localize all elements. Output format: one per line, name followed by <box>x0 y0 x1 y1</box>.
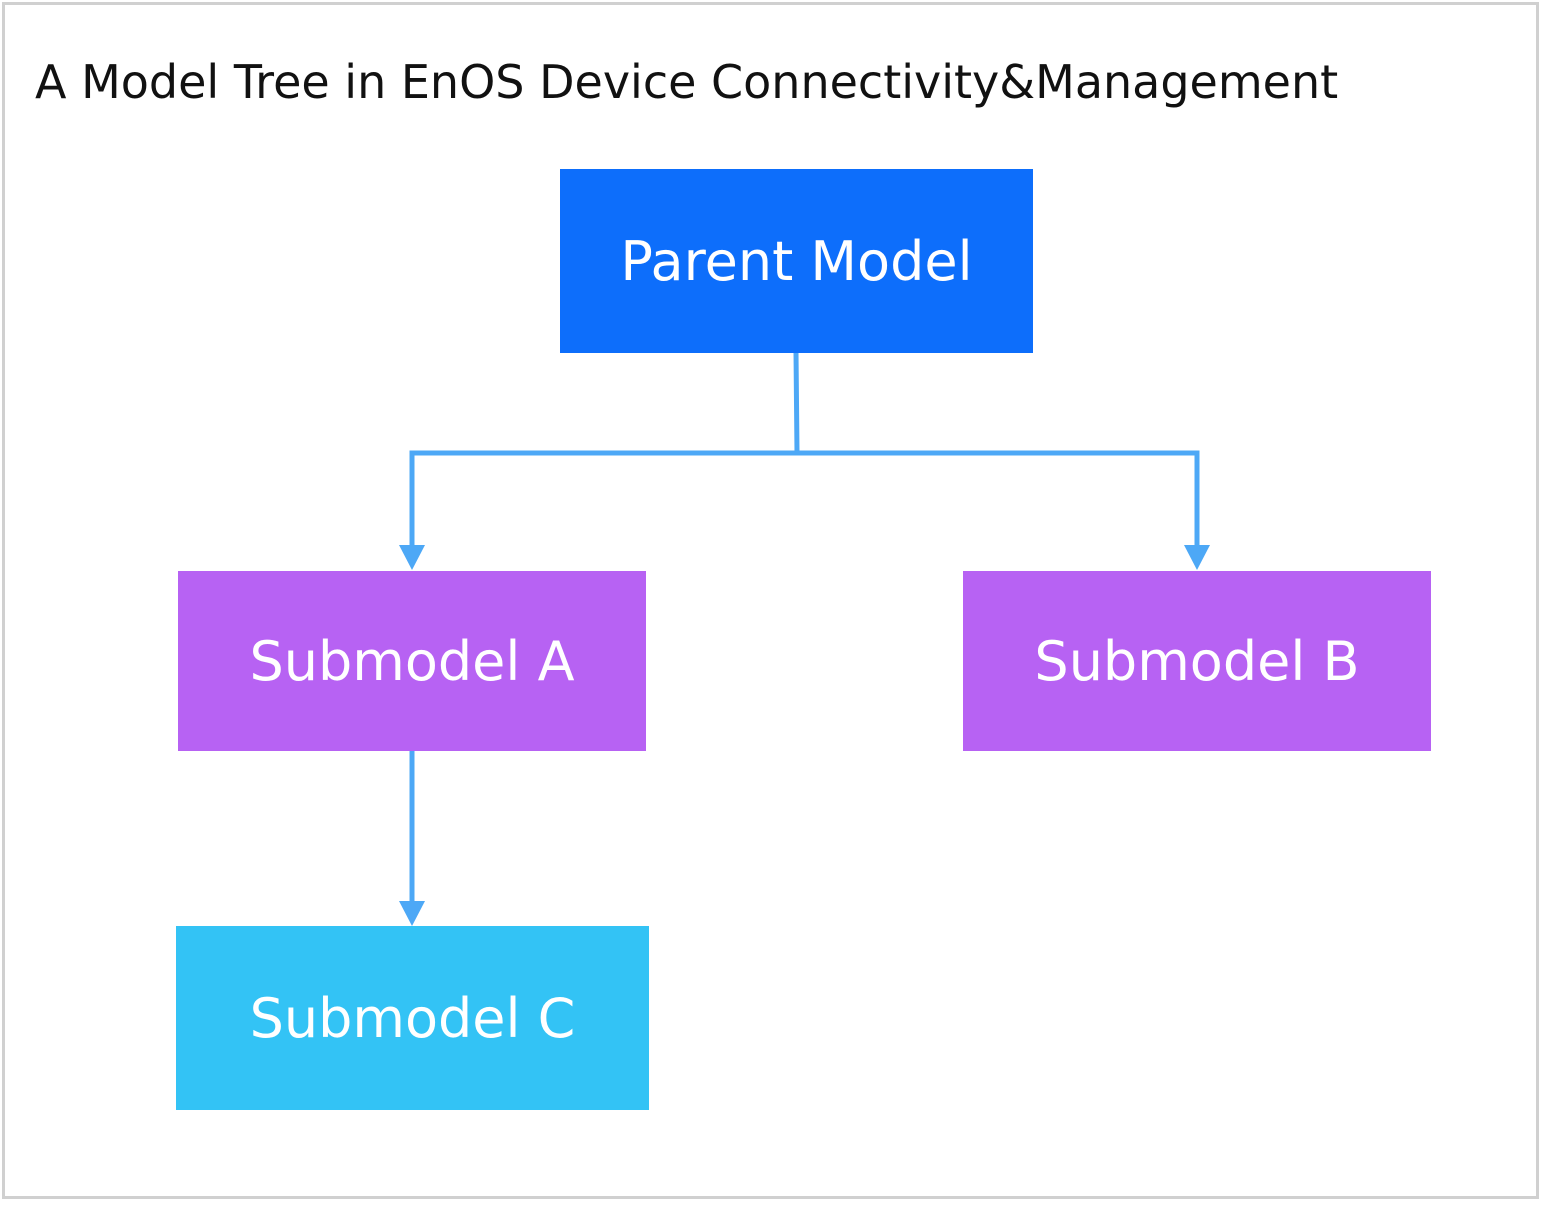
node-submodel-b-label: Submodel B <box>1034 629 1360 693</box>
node-submodel-b: Submodel B <box>963 571 1431 751</box>
edge-parent-to-a <box>409 351 800 548</box>
node-submodel-c-label: Submodel C <box>249 986 576 1050</box>
node-submodel-a: Submodel A <box>178 571 646 751</box>
arrowhead-a <box>399 545 425 570</box>
edge-parent-to-b <box>797 450 1200 548</box>
arrowhead-b <box>1184 545 1210 570</box>
node-parent-model-label: Parent Model <box>620 229 973 293</box>
node-submodel-a-label: Submodel A <box>249 629 575 693</box>
node-parent-model: Parent Model <box>560 169 1033 353</box>
arrowhead-c <box>399 901 425 926</box>
diagram-title: A Model Tree in EnOS Device Connectivity… <box>35 55 1339 109</box>
node-submodel-c: Submodel C <box>176 926 649 1110</box>
